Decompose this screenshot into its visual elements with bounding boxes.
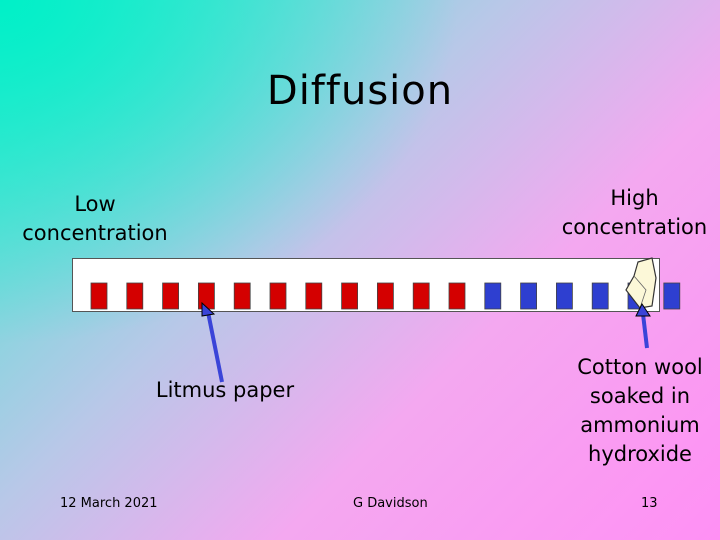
footer-date: 12 March 2021 [60,496,158,511]
litmus-strips [90,282,681,310]
litmus-strip-blue [520,282,537,310]
litmus-strip-red [376,282,394,310]
slide-title: Diffusion [266,68,454,114]
litmus-strip-red [412,282,430,310]
high-concentration-label: High concentration [561,186,708,239]
low-concentration-label: Low concentration [22,192,168,245]
page-number: 13 [641,496,658,511]
footer-author: G Davidson [353,496,428,511]
cotton-wool [625,257,657,309]
cotton-arrow [641,313,649,349]
litmus-strip-red [305,282,323,310]
cotton-arrowhead [635,303,651,317]
litmus-strip-red [233,282,251,310]
litmus-strip-red [341,282,359,310]
litmus-arrowhead [201,301,216,317]
cotton-wool-crease [633,275,647,309]
litmus-strip-blue [556,282,573,310]
cotton-wool-label: Cotton wool soaked in ammonium hydroxide [577,355,703,466]
litmus-paper-label: Litmus paper [155,378,295,402]
litmus-strip-blue [591,282,609,310]
litmus-strip-red [126,282,144,310]
litmus-strip-red [197,282,215,310]
litmus-strip-red [448,282,466,310]
litmus-strip-red [162,282,180,310]
litmus-strip-blue [484,282,502,310]
litmus-arrow [206,311,224,383]
litmus-strip-red [269,282,287,310]
litmus-strip-blue [663,282,681,310]
litmus-strip-red [90,282,108,310]
